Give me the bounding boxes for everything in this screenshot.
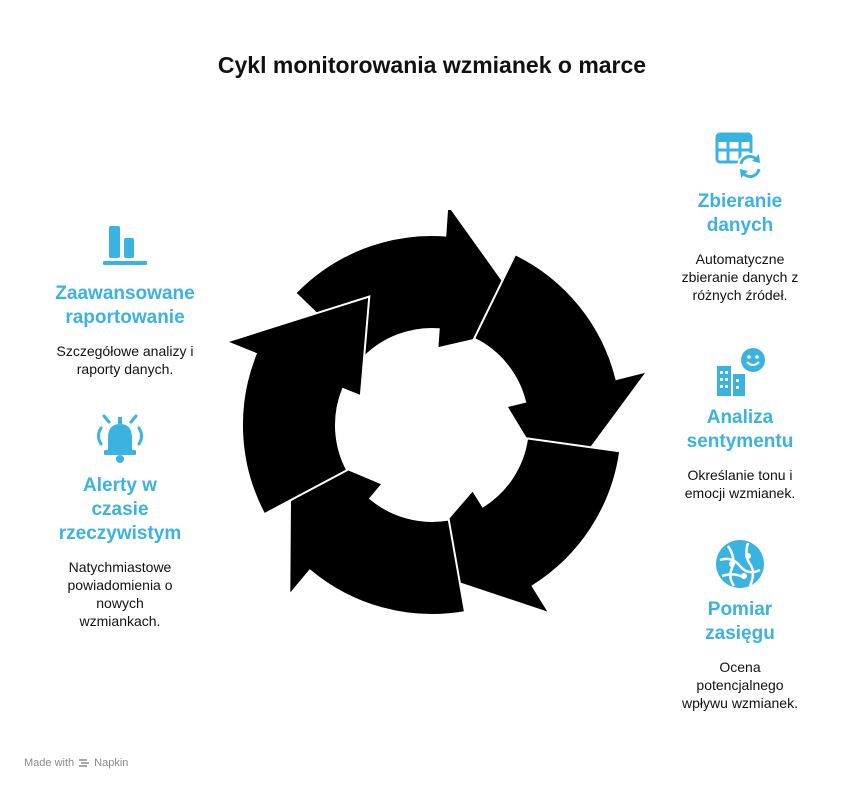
step-heading-line: Alerty w	[83, 475, 157, 496]
step-heading-line: danych	[706, 215, 774, 236]
step-realtime-alerts: Alerty w czasie rzeczywistym Natychmiast…	[35, 410, 205, 630]
step-heading-line: zasięgu	[705, 623, 775, 644]
step-heading-line: raportowanie	[65, 307, 185, 328]
step-desc-line: potencjalnego	[696, 677, 784, 693]
made-with-footer: Made with Napkin	[24, 757, 128, 769]
step-advanced-reporting: Zaawansowane raportowanie Szczegółowe an…	[30, 222, 220, 378]
bar-chart-icon	[103, 226, 147, 265]
step-desc-line: wzmiankach.	[79, 613, 161, 629]
step-sentiment-analysis: Analiza sentymentu Określanie tonu i emo…	[655, 346, 825, 502]
napkin-brand: Napkin	[94, 757, 129, 769]
step-data-collection: Zbieranie danych Automatyczne zbieranie …	[655, 130, 825, 304]
globe-network-icon	[716, 540, 764, 588]
step-desc-line: Ocena	[719, 659, 761, 675]
made-with-label: Made with	[24, 757, 75, 769]
step-heading-line: Analiza	[706, 407, 774, 428]
step-heading-line: sentymentu	[686, 431, 794, 452]
step-heading-line: Zbieranie	[697, 191, 783, 212]
step-desc-line: wpływu wzmianek.	[682, 695, 798, 711]
bell-alert-icon	[97, 414, 143, 463]
building-smiley-icon	[717, 348, 765, 396]
step-desc-line: powiadomienia o	[67, 577, 173, 593]
step-heading-line: rzeczywistym	[58, 523, 182, 544]
napkin-logo-icon	[79, 759, 90, 767]
step-heading-line: Pomiar	[707, 599, 773, 620]
cycle-arrow-segment	[472, 252, 650, 494]
step-desc-line: Określanie tonu i	[687, 467, 793, 483]
step-desc-line: Automatyczne	[695, 251, 785, 267]
step-desc-line: zbieranie danych z	[681, 269, 799, 285]
table-refresh-icon	[715, 132, 763, 179]
step-desc-line: Natychmiastowe	[68, 559, 172, 575]
step-desc-line: Szczegółowe analizy i	[56, 343, 194, 359]
cycle-arrow-segment	[288, 443, 467, 616]
step-desc-line: emocji wzmianek.	[684, 485, 796, 501]
step-desc-line: różnych źródeł.	[692, 287, 788, 303]
cycle-ring	[223, 210, 650, 616]
step-reach-measurement: Pomiar zasięgu Ocena potencjalnego wpływ…	[655, 538, 825, 712]
cycle-arrow-segment	[405, 437, 622, 616]
step-heading-line: czasie	[91, 499, 149, 520]
step-desc-line: nowych	[96, 595, 144, 611]
step-desc-line: raporty danych.	[76, 361, 174, 377]
cycle-arrow-segment	[223, 295, 371, 516]
step-heading-line: Zaawansowane	[55, 283, 195, 304]
diagram-title: Cykl monitorowania wzmianek o marce	[217, 52, 647, 78]
